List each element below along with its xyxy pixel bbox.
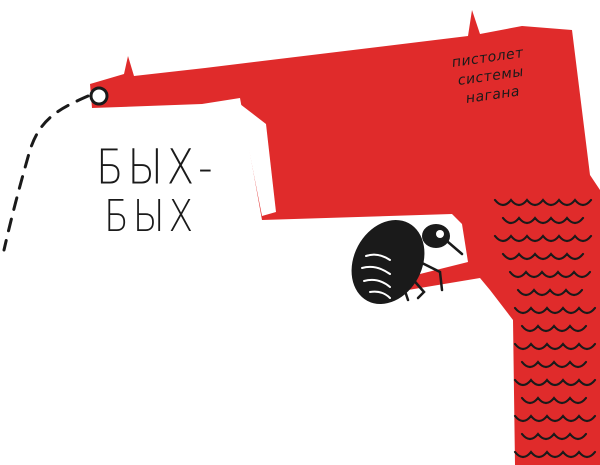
beetle-illustration — [351, 219, 464, 305]
beetle-legs — [402, 240, 464, 302]
beetle-eye — [436, 230, 444, 238]
beetle-wing-stripes — [361, 253, 391, 299]
muzzle-hole — [89, 86, 109, 106]
sound-effect-line-1: БЫХ- — [96, 140, 217, 196]
grip-scale-pattern — [493, 198, 597, 459]
bullet-trail — [2, 94, 90, 252]
beetle-body — [351, 219, 425, 305]
revolver-body — [90, 10, 600, 465]
frame-notch — [240, 104, 276, 216]
sound-effect-line-2: БЫХ — [104, 192, 198, 242]
beetle-head — [422, 224, 450, 248]
